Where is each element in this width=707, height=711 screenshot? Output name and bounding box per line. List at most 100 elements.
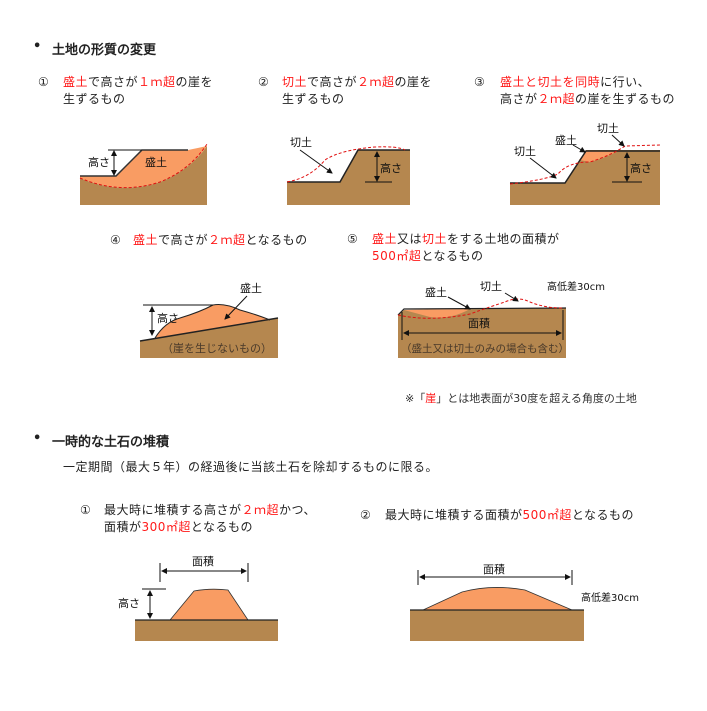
item-number: ① [80, 503, 92, 517]
text-segment: となるもの [190, 520, 254, 534]
section-title: 土地の形質の変更 [52, 43, 157, 58]
highlight-text: ２ｍ超 [241, 503, 280, 517]
text-segment: で高さが [307, 75, 358, 89]
text-segment: となるもの [245, 233, 308, 247]
bullet: • [33, 431, 42, 446]
text-segment: 又は [397, 232, 423, 246]
text-segment: で高さが [158, 233, 209, 247]
item-number: ⑤ [347, 232, 359, 246]
area-label: 面積 [483, 562, 505, 576]
text-line: 最大時に堆積する面積が500㎡超となるもの [385, 507, 634, 524]
highlight-text: 切土 [282, 75, 308, 89]
caption: （盛土又は切土のみの場合も含む） [401, 342, 569, 355]
height-label: 高さ [118, 596, 140, 610]
item-text: 盛土と切土を同時に行い、高さが２ｍ超の崖を生ずるもの [500, 74, 675, 108]
fill-label: 盛土 [425, 285, 447, 299]
text-segment: となるもの [571, 508, 635, 522]
cut-label: 切土 [480, 280, 502, 293]
highlight-text: 盛土 [133, 233, 159, 247]
area-label: 面積 [192, 554, 214, 568]
fill-label: 盛土 [240, 281, 262, 295]
text-line: 面積が300㎡超となるもの [104, 519, 316, 536]
highlight-text: 盛土 [500, 75, 526, 89]
highlight-text: ２ｍ超 [537, 92, 576, 106]
text-line: 盛土で高さが１ｍ超の崖を [63, 74, 213, 91]
note-term: 崖 [425, 392, 437, 405]
cut-high-label: 切土 [597, 122, 619, 135]
text-segment: 最大時に堆積する高さが [104, 503, 242, 517]
fill-label: 盛土 [555, 133, 577, 147]
fill-label: 盛土 [145, 155, 167, 169]
item-text: 切土で高さが２ｍ超の崖を生ずるもの [282, 74, 432, 108]
item-text: 最大時に堆積する高さが２ｍ超かつ、面積が300㎡超となるもの [104, 502, 316, 536]
area-label: 面積 [468, 316, 490, 330]
highlight-text: と [525, 75, 538, 89]
highlight-text: 切土 [422, 232, 448, 246]
height-diff-label: 高低差30cm [581, 591, 639, 604]
highlight-text: を [562, 75, 576, 89]
text-line: 切土で高さが２ｍ超の崖を [282, 74, 432, 91]
text-segment: 高さが [500, 92, 538, 106]
highlight-text: 300㎡超 [141, 520, 191, 534]
text-segment: かつ、 [279, 503, 317, 517]
text-segment: 生ずるもの [282, 92, 345, 106]
text-line: 高さが２ｍ超の崖を生ずるもの [500, 91, 675, 108]
item-text: 盛土で高さが１ｍ超の崖を生ずるもの [63, 74, 213, 108]
height-label: 高さ [157, 311, 179, 325]
highlight-text: 盛土 [63, 75, 89, 89]
highlight-text: ２ｍ超 [208, 233, 246, 247]
text-line: 500㎡超となるもの [372, 248, 560, 265]
highlight-text: 切土 [537, 75, 563, 89]
highlight-text: 同時 [575, 75, 601, 89]
item-text: 最大時に堆積する面積が500㎡超となるもの [385, 507, 634, 524]
text-segment: 最大時に堆積する面積が [385, 508, 523, 522]
height-label: 高さ [630, 161, 652, 175]
height-diff-label: 高低差30cm [547, 280, 605, 293]
text-segment: 面積が [104, 520, 142, 534]
cliff-definition-note: ※「崖」とは地表面が30度を超える角度の土地 [405, 390, 637, 406]
item-number: ② [258, 75, 270, 89]
text-line: 盛土で高さが２ｍ超となるもの [133, 232, 308, 249]
text-line: 生ずるもの [282, 91, 432, 108]
cut-low-label: 切土 [514, 145, 536, 158]
height-label: 高さ [88, 155, 110, 169]
diagram-cut-2m-cliff: 切土 高さ [286, 136, 410, 205]
bullet: • [33, 39, 42, 54]
diagram-area-500: 盛土 切土 高低差30cm 面積 （盛土又は切土のみの場合も含む） [397, 280, 605, 358]
caption: （崖を生じないもの） [162, 341, 272, 355]
text-line: 最大時に堆積する高さが２ｍ超かつ、 [104, 502, 316, 519]
text-segment: で高さが [88, 75, 139, 89]
item-number: ③ [474, 75, 486, 89]
highlight-text: 500㎡超 [372, 249, 422, 263]
highlight-text: １ｍ超 [138, 75, 176, 89]
item-number: ① [38, 75, 50, 89]
diagram-fill-2m-no-cliff: 高さ 盛土 （崖を生じないもの） [139, 281, 279, 358]
section-title: 一時的な土石の堆積 [52, 435, 170, 450]
text-line: 盛土と切土を同時に行い、 [500, 74, 675, 91]
note-prefix: ※「 [405, 392, 426, 405]
diagram-pile-area: 面積 高低差30cm [410, 562, 639, 641]
text-line: 盛土又は切土をする土地の面積が [372, 231, 560, 248]
text-segment: をする土地の面積が [447, 232, 560, 246]
cut-label: 切土 [290, 136, 312, 149]
diagram-fill-1m-cliff: 高さ 盛土 [79, 143, 208, 205]
text-segment: に行い、 [600, 75, 651, 89]
height-label: 高さ [380, 161, 402, 175]
note-suffix: 」とは地表面が30度を超える角度の土地 [436, 392, 637, 405]
diagram-pile-height-area: 面積 高さ [118, 554, 278, 641]
highlight-text: 500㎡超 [522, 508, 572, 522]
text-segment: 生ずるもの [63, 92, 126, 106]
section-subtitle: 一定期間（最大５年）の経過後に当該土石を除却するものに限る。 [63, 460, 439, 474]
text-segment: の崖を [175, 75, 214, 89]
highlight-text: 盛土 [372, 232, 398, 246]
text-line: 生ずるもの [63, 91, 213, 108]
item-number: ② [360, 508, 372, 522]
text-segment: の崖を生ずるもの [575, 92, 676, 106]
diagram-fill-and-cut: 切土 盛土 切土 高さ [509, 122, 661, 205]
text-segment: となるもの [421, 249, 484, 263]
text-segment: の崖を [394, 75, 433, 89]
item-number: ④ [110, 233, 122, 247]
